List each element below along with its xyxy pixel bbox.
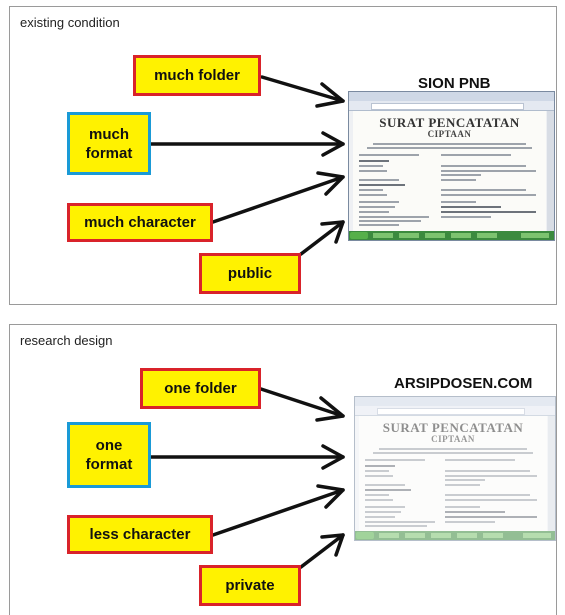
arrow-line	[211, 488, 345, 537]
browser-scrollbar	[548, 416, 555, 531]
taskbar	[349, 231, 554, 240]
box-much-character: much character	[67, 203, 213, 242]
box-one-format: one format	[67, 422, 151, 488]
taskbar	[355, 531, 555, 540]
box-private: private	[199, 565, 301, 606]
document-page: SURAT PENCATATAN CIPTAAN	[353, 111, 546, 231]
arrowhead	[316, 484, 345, 509]
box-public: public	[199, 253, 301, 294]
box-much-format: much format	[67, 112, 151, 175]
arrowhead	[321, 131, 345, 157]
arrow-line	[211, 175, 345, 224]
arrowhead	[321, 444, 345, 470]
document-heading: SURAT PENCATATAN	[379, 115, 520, 130]
arrow-line	[299, 220, 345, 256]
arrowhead	[315, 82, 345, 108]
document-subheading: CIPTAAN	[427, 129, 472, 139]
document-heading: SURAT PENCATATAN	[382, 420, 524, 435]
arrow-line	[259, 387, 345, 418]
arrow-line	[299, 533, 345, 569]
document-screenshot: SURAT PENCATATAN CIPTAAN	[348, 91, 555, 241]
browser-scrollbar	[547, 111, 554, 231]
box-less-character: less character	[67, 515, 213, 554]
document-screenshot: SURAT PENCATATAN CIPTAAN	[354, 396, 556, 541]
arrow-line	[260, 75, 345, 103]
arrowhead	[320, 220, 345, 244]
box-much-folder: much folder	[133, 55, 261, 96]
document-subheading: CIPTAAN	[431, 434, 475, 444]
box-one-folder: one folder	[140, 368, 261, 409]
browser-address-bar	[349, 101, 554, 111]
arrowhead	[315, 396, 345, 422]
browser-address-bar	[355, 406, 555, 416]
arrowhead	[316, 171, 345, 196]
document-page: SURAT PENCATATAN CIPTAAN	[359, 416, 547, 531]
site-name: SION PNB	[418, 75, 491, 92]
panel-title: existing condition	[20, 15, 120, 30]
panel-title: research design	[20, 333, 113, 348]
arrowhead	[320, 533, 345, 557]
site-name: ARSIPDOSEN.COM	[394, 375, 533, 392]
